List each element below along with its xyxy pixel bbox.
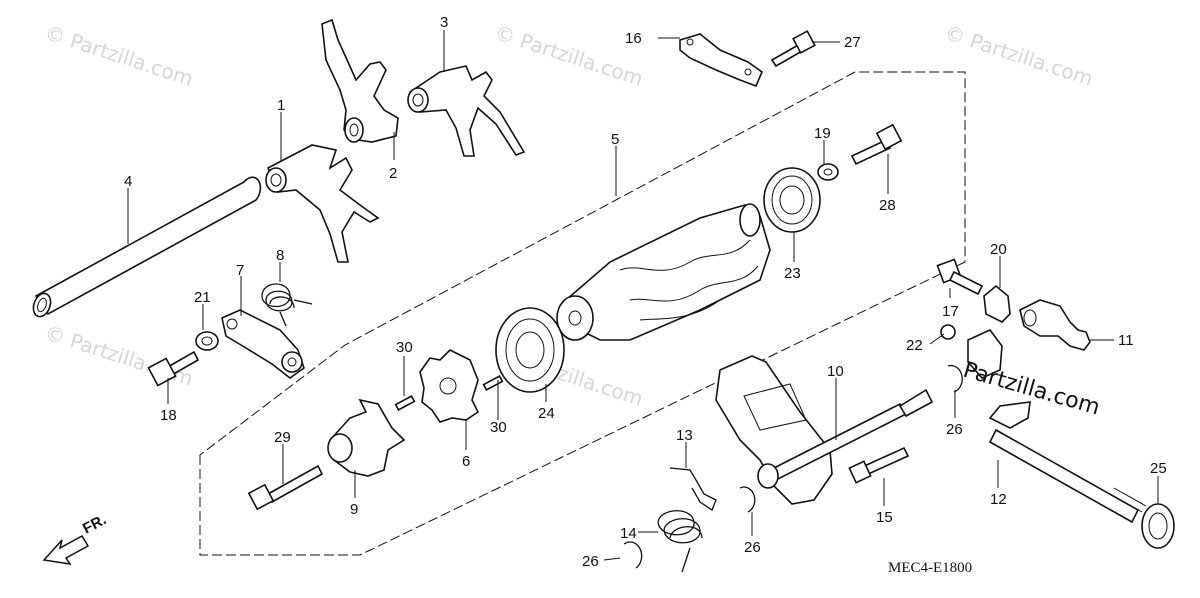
callout-9: 9 [350, 501, 358, 518]
callout-18: 18 [160, 407, 177, 424]
callout-13: 13 [676, 427, 693, 444]
callout-20: 20 [990, 241, 1007, 258]
callout-16: 16 [625, 30, 642, 47]
shift-drum [556, 203, 771, 341]
callout-1: 1 [277, 97, 285, 114]
callout-21: 21 [194, 289, 211, 306]
drum-center [419, 349, 480, 423]
callout-26-c: 26 [582, 553, 599, 570]
callout-12: 12 [990, 491, 1007, 508]
shift-fork-2 [321, 18, 399, 143]
callout-11: 11 [1118, 332, 1134, 349]
bearing-23 [763, 167, 821, 233]
callout-6: 6 [462, 453, 470, 470]
callout-29: 29 [274, 429, 291, 446]
callout-24: 24 [538, 405, 555, 422]
callouts: 1 2 3 4 5 6 7 8 9 10 11 12 13 14 15 16 1… [124, 14, 1167, 570]
watermark-2: © Partzilla.com [492, 20, 646, 91]
callout-27: 27 [844, 34, 861, 51]
fork-shaft [32, 176, 262, 318]
callout-15: 15 [876, 509, 893, 526]
shift-fork-1 [265, 144, 380, 263]
callout-23: 23 [784, 265, 801, 282]
callout-3: 3 [440, 14, 448, 31]
callout-2: 2 [389, 165, 397, 182]
callout-8: 8 [276, 247, 284, 264]
shift-shaft [988, 401, 1147, 524]
washer-22 [940, 324, 1003, 379]
callout-26-a: 26 [946, 421, 963, 438]
diagram-code: MEC4-E1800 [888, 560, 972, 576]
bracket-20 [983, 284, 1011, 323]
bearing-24 [495, 307, 565, 393]
collar [327, 398, 406, 477]
bolt-27 [770, 30, 816, 68]
callout-7: 7 [236, 262, 244, 279]
overlay-watermark: Partzilla.com [960, 358, 1102, 421]
callout-19: 19 [814, 125, 831, 142]
spring-8 [261, 283, 313, 327]
callout-26-b: 26 [744, 539, 761, 556]
shift-fork-3 [407, 65, 526, 157]
watermark-4: © Partzilla.com [42, 320, 196, 391]
front-direction-arrow: FR. [42, 511, 109, 566]
circlip-26b [739, 486, 756, 513]
shift-arm-11 [1019, 299, 1091, 351]
stopper-arm [221, 309, 305, 379]
washer-21 [195, 331, 219, 351]
circlip-26c [623, 541, 643, 569]
pin-30b [482, 375, 504, 391]
washer-19 [817, 163, 839, 181]
pin-30a [394, 395, 416, 411]
assembly-outline [199, 71, 966, 556]
callout-30-b: 30 [490, 419, 507, 436]
circlip-26a [947, 364, 963, 393]
callout-14: 14 [620, 525, 637, 542]
bolt-15 [848, 446, 910, 484]
gearshift-spindle [715, 355, 934, 505]
leader-lines [127, 30, 1159, 561]
callout-10: 10 [827, 363, 844, 380]
bolt-28 [850, 123, 903, 166]
callout-5: 5 [611, 131, 619, 148]
spring-14 [657, 510, 703, 573]
callout-25: 25 [1150, 460, 1167, 477]
clip-13 [669, 467, 717, 511]
bolt-17 [936, 258, 984, 296]
bolt-29 [247, 464, 324, 511]
callout-30-a: 30 [396, 339, 413, 356]
direction-label: FR. [80, 511, 109, 537]
stopper-plate [679, 33, 763, 88]
bolt-18 [147, 350, 200, 387]
callout-17: 17 [942, 303, 959, 320]
oil-seal-25 [1141, 503, 1175, 549]
watermark-1: © Partzilla.com [42, 20, 196, 91]
callout-22: 22 [906, 337, 923, 354]
callout-28: 28 [879, 197, 896, 214]
callout-4: 4 [124, 173, 132, 190]
